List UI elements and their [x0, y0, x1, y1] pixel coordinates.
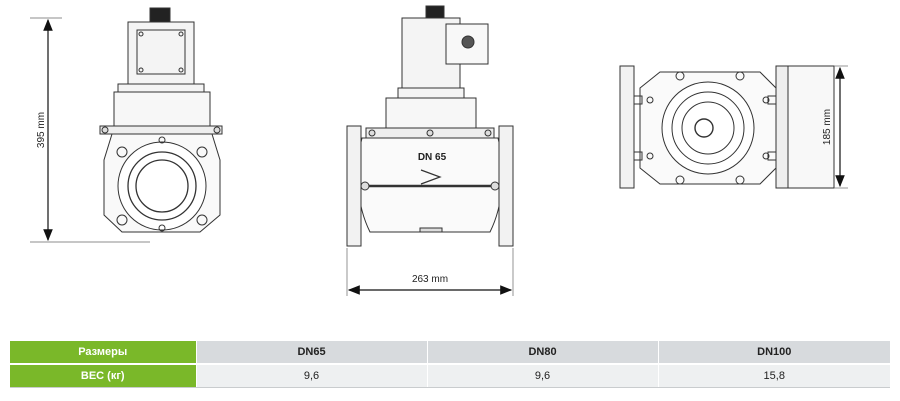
size-cell-dn80: DN80	[426, 341, 658, 365]
size-cell-dn100: DN100	[657, 341, 890, 365]
valve-technical-drawing: 395 mm DN 65 263 mm	[30, 5, 848, 296]
table-row-weight: ВЕС (кг) 9,6 9,6 15,8	[10, 364, 890, 388]
sizes-row-label: Размеры	[10, 341, 196, 365]
weight-cell-dn80: 9,6	[426, 364, 658, 388]
weight-row-label: ВЕС (кг)	[10, 364, 196, 388]
spec-table: Размеры DN65 DN80 DN100 ВЕС (кг) 9,6 9,6…	[10, 341, 890, 388]
front-view	[30, 7, 223, 243]
side-view	[346, 5, 514, 296]
flange-dimension-label: 185 mm	[822, 109, 833, 145]
table-row-sizes: Размеры DN65 DN80 DN100	[10, 341, 890, 365]
body-marking: DN 65	[418, 152, 447, 163]
height-dimension-label: 395 mm	[36, 112, 47, 148]
top-view	[619, 65, 848, 189]
size-cell-dn65: DN65	[195, 341, 427, 365]
weight-cell-dn65: 9,6	[195, 364, 427, 388]
weight-cell-dn100: 15,8	[657, 364, 890, 388]
length-dimension-label: 263 mm	[412, 274, 448, 285]
